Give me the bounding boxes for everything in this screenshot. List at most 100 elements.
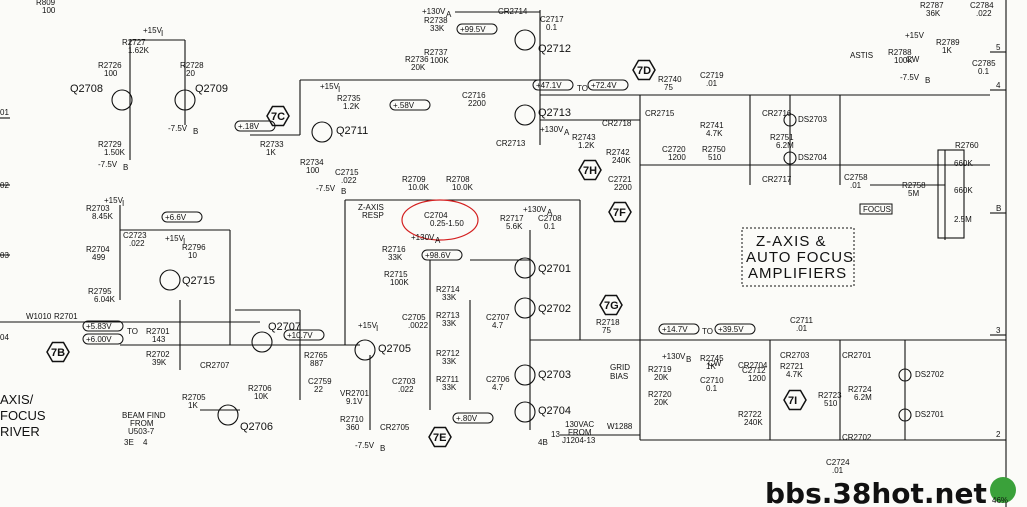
component-value: 143 (152, 335, 166, 344)
component-ref: R2712 (436, 349, 460, 358)
voltage-box-value: +72.4V (591, 81, 617, 90)
component-ref: C2721 (608, 175, 632, 184)
rail-minus75: -7.5V (316, 184, 336, 193)
component-ref: C2723 (123, 231, 147, 240)
component-ref: R2727 (122, 38, 146, 47)
component-value: 887 (310, 359, 324, 368)
svg-text:BEAM FIND: BEAM FIND (122, 411, 166, 420)
component-value: 33K (388, 253, 403, 262)
component-value: 5M (908, 189, 919, 198)
voltage-box-value: +99.5V (460, 25, 486, 34)
svg-text:02: 02 (0, 181, 9, 190)
voltage-box-value: +6.6V (165, 213, 187, 222)
component-labels: R809100R27271.62KR2726100R272820R27291.5… (36, 0, 996, 475)
transistor-label: Q2713 (538, 107, 571, 119)
transistor-label: Q2702 (538, 303, 571, 315)
rail-subscript: B (123, 163, 128, 172)
voltage-box-value: +.18V (238, 122, 260, 131)
annotation-circle (401, 199, 479, 241)
component-ref: R2714 (436, 285, 460, 294)
component-value: 0.1 (544, 222, 556, 231)
rail-subscript: B (193, 127, 198, 136)
hex-tag-shape (599, 294, 623, 316)
component-ref: R2741 (700, 121, 724, 130)
component-ref: R2736 (405, 55, 429, 64)
component-value: 1K (706, 362, 716, 371)
svg-text:BIAS: BIAS (610, 372, 628, 381)
component-value: 2200 (468, 99, 486, 108)
svg-text:RESP: RESP (362, 211, 384, 220)
left-stubs: 01 02 03 04 (0, 108, 9, 342)
transistor-label: Q2704 (538, 405, 571, 417)
svg-text:01: 01 (0, 108, 9, 117)
component-ref: R2724 (848, 385, 872, 394)
component-value: 100K (430, 56, 449, 65)
component-ref: R2717 (500, 214, 524, 223)
rail-subscript: B (341, 187, 346, 196)
hex-tag-shape (608, 201, 632, 223)
rail-subscript: B (925, 76, 930, 85)
rail-subscript: I (122, 199, 124, 208)
component-ref: C2712 (742, 366, 766, 375)
component-ref: R2734 (300, 158, 324, 167)
watermark: bbs.38hot.net 46% (765, 477, 1016, 507)
hex-tag-label: 7I (788, 395, 797, 407)
component-ref: R2737 (424, 48, 448, 57)
voltage-box-value: +.80V (456, 414, 478, 423)
component-value: 0.1 (546, 23, 558, 32)
component-ref: R2729 (98, 140, 122, 149)
component-ref: C2706 (486, 375, 510, 384)
voltage-box-outline (587, 79, 629, 91)
rail-subscript: B (380, 444, 385, 453)
rail-plus15: +15V (320, 82, 340, 91)
svg-text:R2760: R2760 (955, 141, 979, 150)
svg-text:660K: 660K (954, 186, 973, 195)
component-value: 4.7 (492, 321, 504, 330)
component-value: 100 (306, 166, 320, 175)
hex-tag-label: 7B (51, 347, 65, 359)
rail-plus130: +130V (523, 205, 547, 214)
diode-label: CR2701 (842, 351, 872, 360)
svg-text:13: 13 (551, 430, 560, 439)
title-line-1: Z-AXIS & (756, 233, 827, 250)
rail-plus130: +130V (662, 352, 686, 361)
component-value: 240K (744, 418, 763, 427)
svg-text:AXIS/: AXIS/ (0, 392, 34, 407)
component-ref: R809 (36, 0, 56, 7)
component-value: 4.7K (786, 370, 803, 379)
diode-label: CR2707 (200, 361, 230, 370)
component-ref: R2745 (700, 354, 724, 363)
diode-label: CR2714 (498, 7, 528, 16)
component-ref: R2750 (702, 145, 726, 154)
svg-text:Z-AXIS: Z-AXIS (358, 203, 384, 212)
component-value: 6.2M (776, 141, 794, 150)
svg-text:4B: 4B (538, 438, 548, 447)
rail-subscript: A (564, 128, 570, 137)
svg-text:RIVER: RIVER (0, 424, 40, 439)
component-value: 10 (188, 251, 197, 260)
component-ref: R2740 (658, 75, 682, 84)
component-value: 100K (894, 56, 913, 65)
component-value: 4.7 (492, 383, 504, 392)
hex-tag-shape (578, 159, 602, 181)
component-ref: C2711 (790, 316, 814, 325)
component-value: 33K (430, 24, 445, 33)
rail-subscript: I (161, 29, 163, 38)
component-ref: R2795 (88, 287, 112, 296)
lamp-label: DS2703 (798, 115, 827, 124)
component-ref: R2733 (260, 140, 284, 149)
hex-tag-label: 7F (613, 207, 626, 219)
component-ref: R2718 (596, 318, 620, 327)
component-value: 510 (708, 153, 722, 162)
component-value: 0.25-1.50 (430, 219, 464, 228)
hex-tag-shape (46, 341, 70, 363)
voltage-box-outline (283, 329, 325, 341)
component-ref: R2751 (770, 133, 794, 142)
svg-text:CW: CW (708, 359, 722, 368)
component-ref: C2784 (970, 1, 994, 10)
voltage-box-outline (658, 323, 700, 335)
transistor-label: Q2712 (538, 43, 571, 55)
hex-tag-label: 7G (604, 300, 619, 312)
component-ref: R2709 (402, 175, 426, 184)
component-ref: R2787 (920, 1, 944, 10)
